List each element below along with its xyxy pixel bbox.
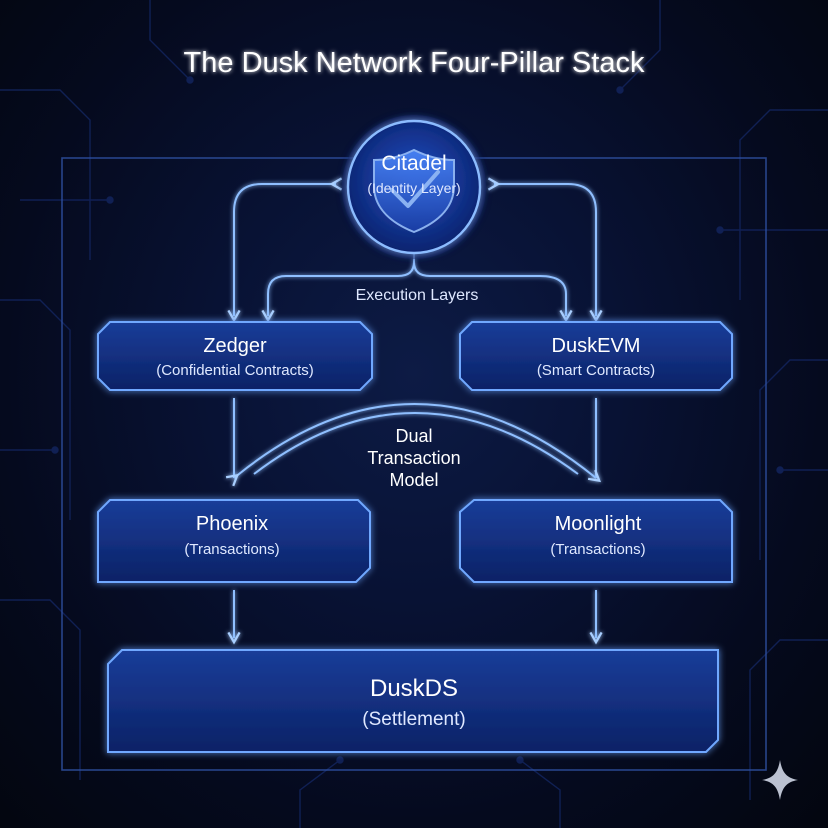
connector-dual-arc-outer [225,403,602,487]
page-title: The Dusk Network Four-Pillar Stack [184,47,645,79]
duskevm-name: DuskEVM [552,335,641,357]
phoenix-sub: (Transactions) [184,541,279,558]
dual-transaction-label: Dual Transaction Model [367,426,460,490]
dual-line-1: Dual [395,426,432,446]
node-duskevm: DuskEVM (Smart Contracts) [459,321,733,391]
execution-layers-label: Execution Layers [356,287,479,304]
duskds-name: DuskDS [370,675,458,702]
connector-citadel-zedger-outer [227,177,343,323]
dual-line-3: Model [389,470,438,490]
zedger-sub: (Confidential Contracts) [156,362,314,379]
moonlight-sub: (Transactions) [550,541,645,558]
duskds-sub: (Settlement) [362,709,465,730]
connector-citadel-bracket [261,252,415,323]
duskevm-sub: (Smart Contracts) [537,362,655,379]
moonlight-name: Moonlight [555,513,642,535]
node-phoenix: Phoenix (Transactions) [97,499,371,583]
dual-line-2: Transaction [367,448,460,468]
citadel-name: Citadel [381,152,446,175]
node-duskds: DuskDS (Settlement) [107,649,719,753]
citadel-sub: (Identity Layer) [367,180,460,196]
connector-dual-arc-inner [253,412,579,475]
phoenix-name: Phoenix [196,513,268,535]
connector-citadel-duskevm-outer [487,177,603,323]
node-citadel: Citadel (Identity Layer) [342,115,486,259]
node-zedger: Zedger (Confidential Contracts) [97,321,373,391]
connectors [225,177,603,645]
zedger-name: Zedger [203,335,267,357]
node-moonlight: Moonlight (Transactions) [459,499,733,583]
sparkle-icon [762,760,798,800]
shield-icon [373,148,455,234]
